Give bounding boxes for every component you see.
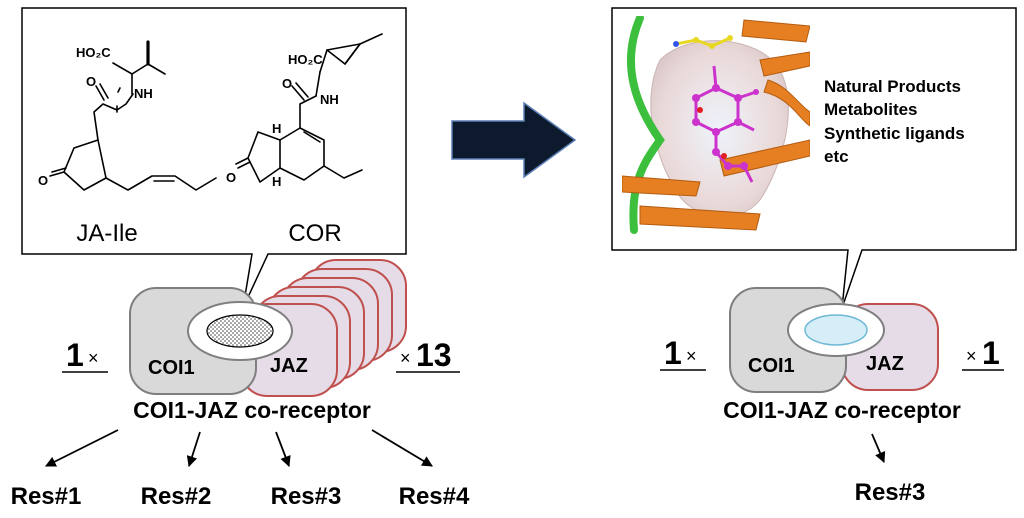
beta-sheet-2 (639, 205, 761, 231)
response-arrows-left (45, 429, 433, 468)
coi1-times-left: × (88, 348, 99, 368)
response-res4: Res#4 (399, 483, 470, 510)
ja-ile-nh: NH (134, 86, 153, 101)
cor-name: COR (288, 220, 341, 247)
coi1-count-value-right: 1 (664, 335, 682, 371)
coi1-count-left: 1 × (62, 337, 108, 373)
jaz-count-left: × 13 (396, 337, 460, 373)
callout-box-left (21, 7, 407, 309)
jaz-label-left: JAZ (270, 355, 308, 377)
response-res2: Res#2 (141, 483, 212, 510)
ligand-item-3: Synthetic ligands (824, 124, 965, 143)
ligand-pocket-right (804, 314, 868, 346)
coi1-count-right: 1 × (660, 335, 706, 371)
arrow-res1 (45, 429, 119, 467)
loop-ribbon (763, 79, 810, 127)
cor-h-bottom: H (272, 174, 281, 189)
response-res3: Res#3 (271, 483, 342, 510)
ja-ile-cooh: HO₂C (76, 45, 111, 60)
cor-h-top: H (272, 121, 281, 136)
response-res1: Res#1 (11, 483, 82, 510)
coreceptor-left: COI1 JAZ (129, 259, 407, 397)
arrow-res2 (186, 431, 201, 468)
ja-ile-structure (49, 40, 217, 191)
ligand-item-4: etc (824, 147, 849, 166)
ligand-callout-left: HO₂C NH O O JA-Ile HO₂C NH O O H H COR (21, 7, 407, 309)
coi1-label-left: COI1 (148, 357, 195, 379)
jaz-count-value-right: 1 (982, 335, 1000, 371)
transition-arrow (451, 101, 577, 179)
jaz-count-right: × 1 (962, 335, 1004, 371)
arrow-res4 (371, 429, 433, 467)
jaz-times-left: × (400, 348, 411, 368)
coreceptor-label-left: COI1-JAZ co-receptor (133, 397, 371, 423)
cor-cooh: HO₂C (288, 52, 323, 67)
jaz-count-value-left: 13 (416, 337, 452, 373)
beta-sheet-4 (741, 19, 810, 43)
cor-amide-o: O (282, 76, 292, 91)
coreceptor-right: COI1 JAZ (729, 287, 939, 393)
cor-structure (235, 33, 383, 183)
ja-ile-name: JA-Ile (76, 220, 137, 247)
ligand-dots-left (206, 314, 274, 348)
coi1-label-right: COI1 (748, 355, 795, 377)
cor-nh: NH (320, 92, 339, 107)
ja-ile-ketone-o: O (38, 173, 48, 188)
coi1-count-value-left: 1 (66, 337, 84, 373)
ligand-item-1: Natural Products (824, 77, 961, 96)
arrow-res3-right (871, 433, 886, 463)
cor-ketone-o: O (226, 170, 236, 185)
ja-ile-amide-o: O (86, 74, 96, 89)
coreceptor-label-right: COI1-JAZ co-receptor (723, 397, 961, 423)
jaz-label-right: JAZ (866, 353, 904, 375)
binding-surface (650, 40, 789, 217)
jaz-times-right: × (966, 346, 977, 366)
ligand-atoms (692, 84, 759, 170)
protein-structure (622, 16, 810, 242)
ligand-callout-right: Natural Products Metabolites Synthetic l… (611, 7, 1017, 309)
ligand-item-2: Metabolites (824, 100, 918, 119)
beta-sheet-5 (759, 51, 810, 77)
response-right: Res#3 (855, 479, 926, 506)
residue-sticks (673, 35, 733, 49)
oxygen-atom-2 (721, 153, 727, 159)
oxygen-atom-1 (697, 107, 703, 113)
coi1-times-right: × (686, 346, 697, 366)
beta-sheet-1 (622, 175, 701, 197)
arrow-res3 (275, 431, 291, 468)
